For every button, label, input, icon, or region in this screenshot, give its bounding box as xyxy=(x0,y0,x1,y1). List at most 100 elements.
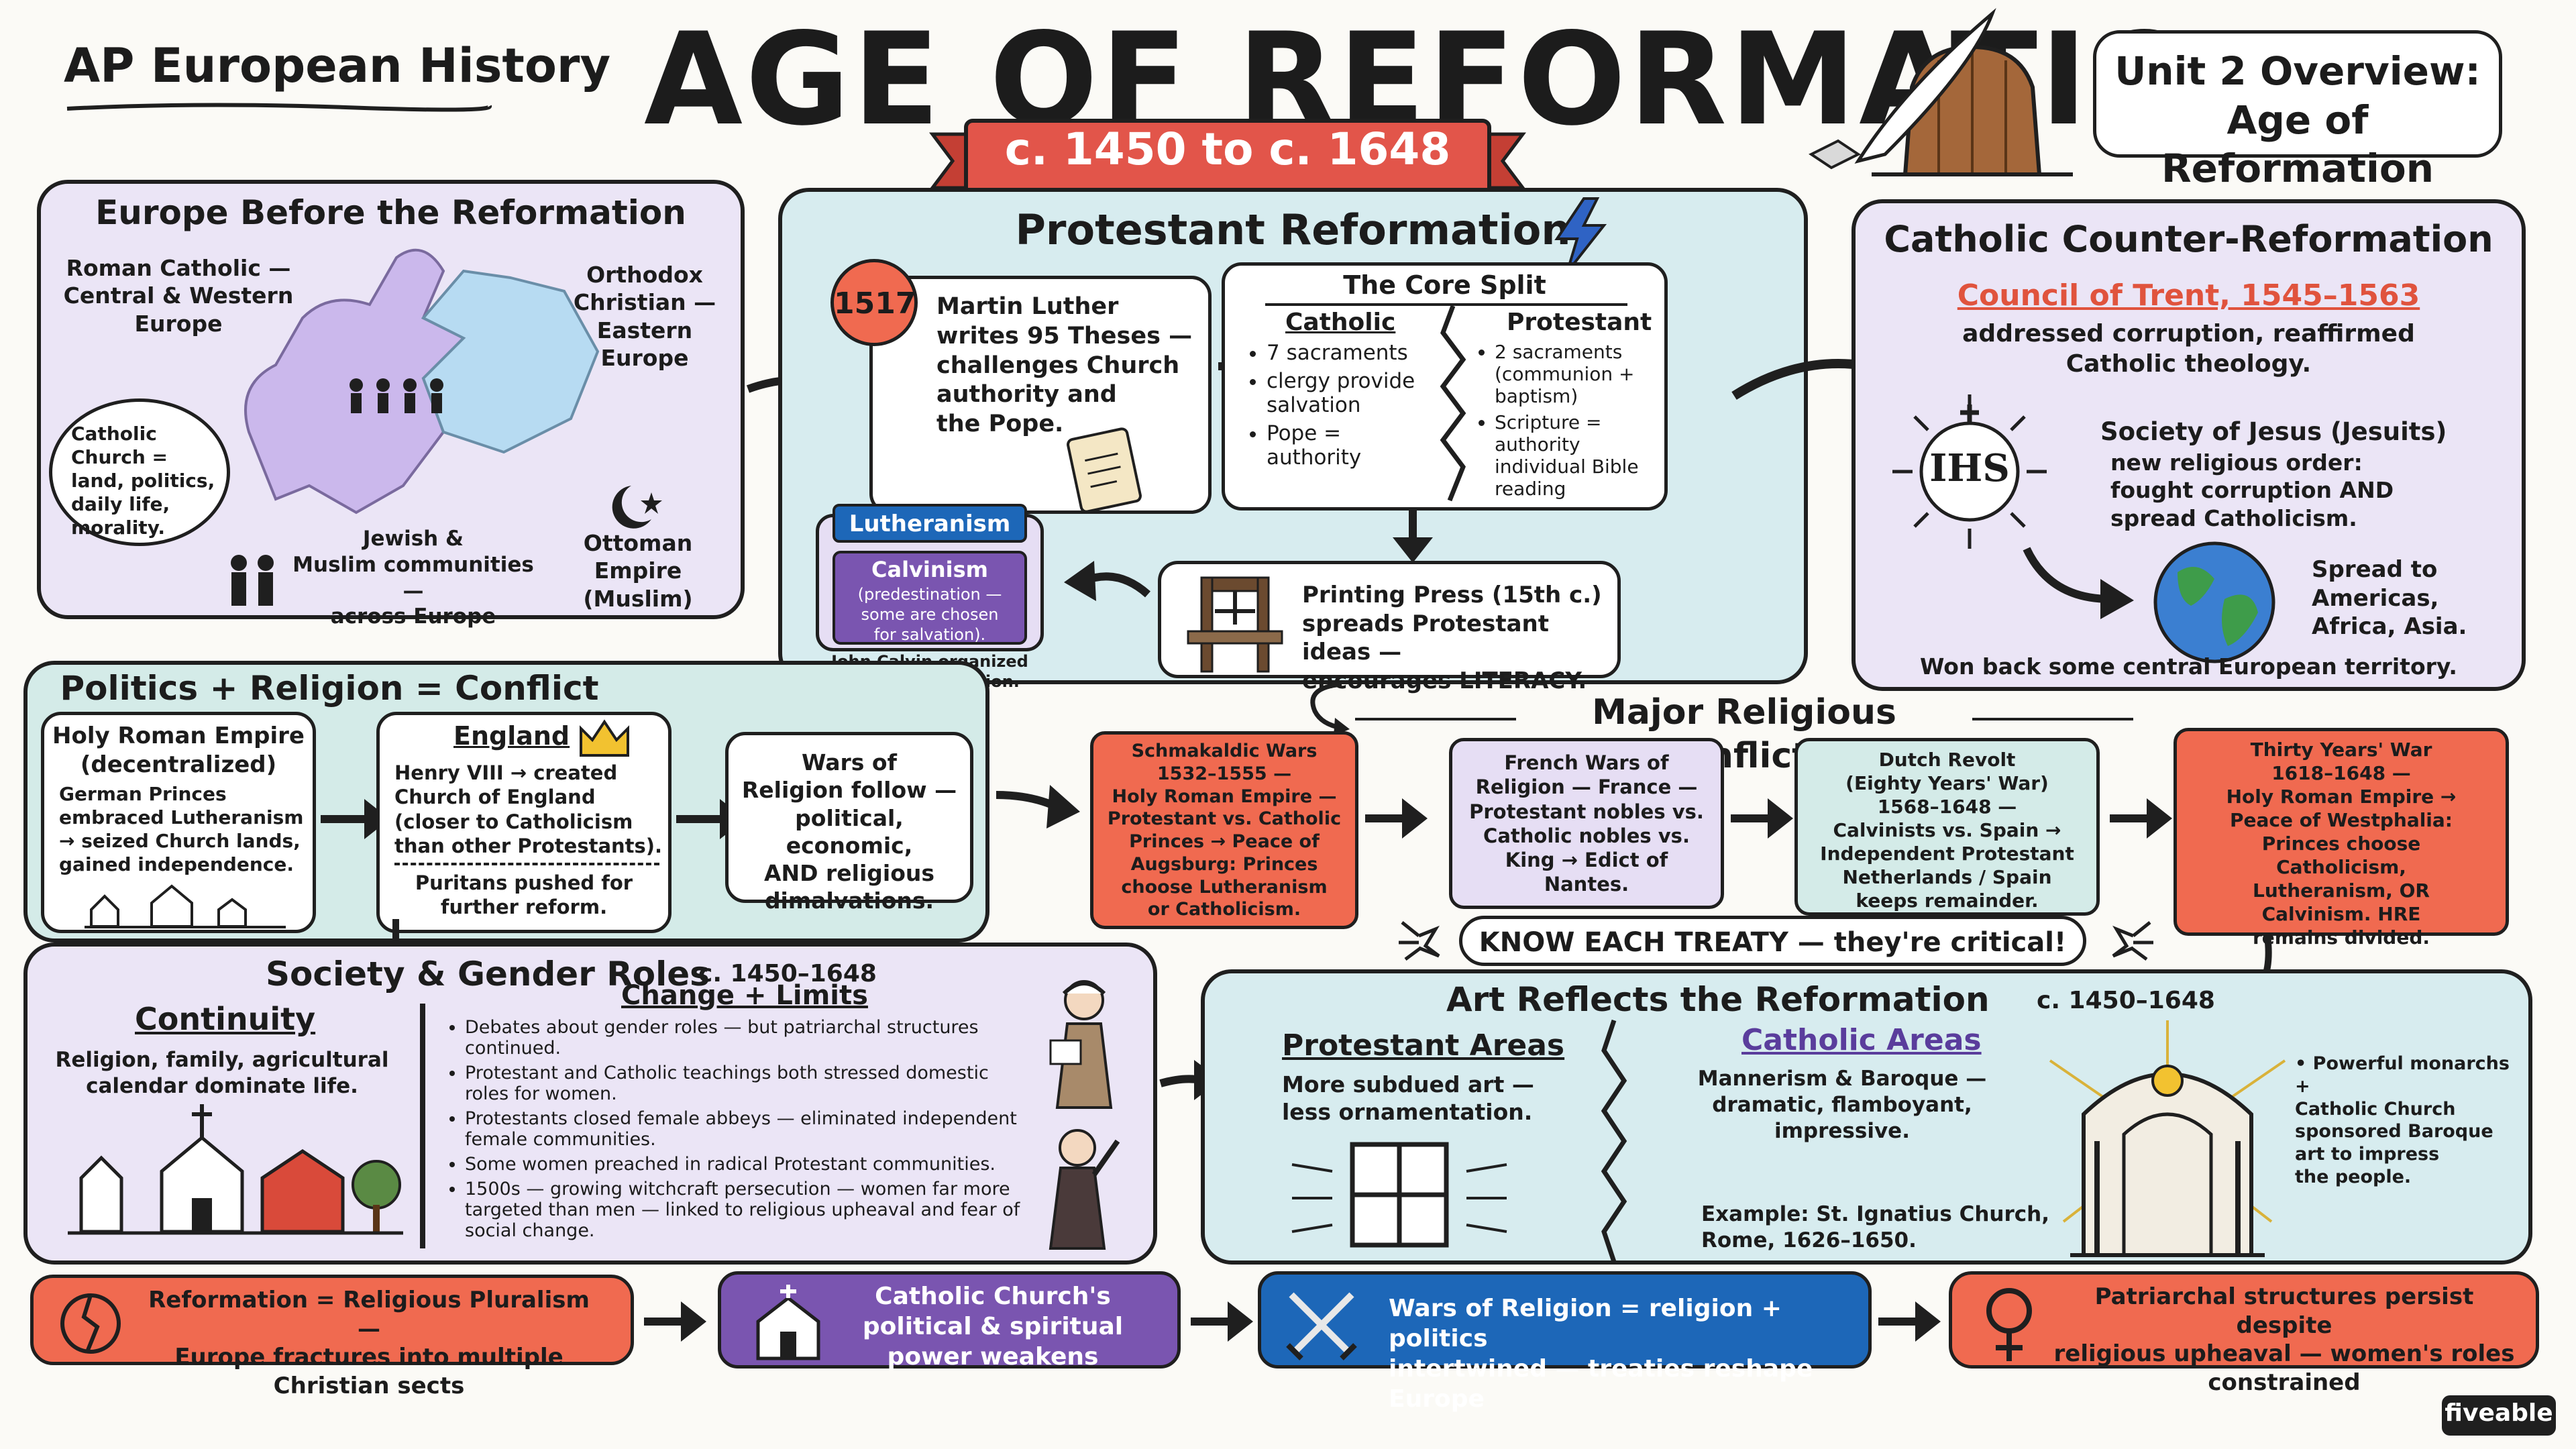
england-title: England xyxy=(453,721,570,751)
printing-press-card: Printing Press (15th c.) spreads Protest… xyxy=(1158,561,1621,694)
date-range: c. 1450 to c. 1648 xyxy=(1004,123,1451,175)
alert-burst-left-icon xyxy=(1399,921,1440,961)
europe-before-title: Europe Before the Reformation xyxy=(95,193,686,232)
course-underline xyxy=(66,103,492,112)
catholic-point: Pope = authority xyxy=(1267,421,1440,470)
protestant-point: 2 sacraments (communion + baptism) xyxy=(1495,341,1654,407)
baroque-altar-icon xyxy=(2049,1020,2286,1257)
catholic-points: 7 sacraments clergy provide salvation Po… xyxy=(1245,341,1440,474)
protestant-points: 2 sacraments (communion + baptism) Scrip… xyxy=(1473,341,1654,504)
curly-arrow-to-conflicts xyxy=(1310,682,1350,736)
change-point: 1500s — growing witchcraft persecution —… xyxy=(465,1179,1034,1241)
council-of-trent: Council of Trent, 1545–1563 xyxy=(1957,278,2420,313)
farm-village-icon xyxy=(68,1104,403,1235)
unit-overview-box: Unit 2 Overview: Age of Reformation xyxy=(2093,30,2502,191)
people-icon xyxy=(231,555,274,606)
arrow-dutch-to-thirty xyxy=(2110,798,2172,839)
year-1517-text: 1517 xyxy=(834,286,916,321)
england-desc: Henry VIII → created Church of England (… xyxy=(394,761,663,857)
lutheranism-tag: Lutheranism xyxy=(833,504,1027,543)
change-title: Change + Limits xyxy=(621,980,868,1011)
women-figures-icon xyxy=(1049,980,1120,1250)
jesuits-title: Society of Jesus (Jesuits) xyxy=(2100,417,2447,446)
change-point: Some women preached in radical Protestan… xyxy=(465,1154,1034,1175)
arrow-summary-2 xyxy=(1191,1301,1253,1342)
change-point: Protestants closed female abbeys — elimi… xyxy=(465,1108,1034,1150)
europe-map xyxy=(244,248,600,515)
orthodox-label: Orthodox Christian — Eastern Europe xyxy=(573,262,716,371)
ihs-sunburst-icon xyxy=(1892,394,2047,549)
arrow-summary-3 xyxy=(1878,1301,1941,1342)
counter-reformation-title: Catholic Counter-Reformation xyxy=(1884,218,2493,260)
hre-title: Holy Roman Empire (decentralized) xyxy=(52,722,305,778)
lightning-icon xyxy=(1554,197,1607,274)
crossed-swords-icon xyxy=(1286,1292,1357,1360)
society-title: Society & Gender Roles xyxy=(266,955,710,994)
hre-card: Holy Roman Empire (decentralized) German… xyxy=(41,712,316,933)
catholic-areas-title: Catholic Areas xyxy=(1741,1023,1982,1057)
conflicts-title-line-right xyxy=(1972,718,2133,720)
continuity-title: Continuity xyxy=(135,1001,316,1037)
jesuits-desc: new religious order: fought corruption A… xyxy=(2110,449,2394,531)
protestant-reformation-panel: Protestant Reformation Martin Luther wri… xyxy=(778,188,1808,694)
treaty-banner: KNOW EACH TREATY — they're critical! xyxy=(1459,916,2086,966)
art-title: Art Reflects the Reformation xyxy=(1446,980,1990,1019)
unit-overview-label: Unit 2 Overview: Age of Reformation xyxy=(2114,48,2481,191)
arrow-politics-to-conflicts xyxy=(996,785,1080,828)
summary-church-power: Catholic Church's political & spiritual … xyxy=(718,1271,1181,1371)
change-points: Debates about gender roles — but patriar… xyxy=(443,1017,1034,1245)
protestant-header: Protestant xyxy=(1507,309,1652,336)
globe-icon xyxy=(2153,541,2275,663)
art-date: c. 1450–1648 xyxy=(2037,987,2215,1014)
catholic-point: 7 sacraments xyxy=(1267,341,1440,365)
summary-wars-text: Wars of Religion = religion + politics i… xyxy=(1389,1295,1813,1413)
calvinism-desc: (predestination — some are chosen for sa… xyxy=(857,585,1002,644)
art-example: Example: St. Ignatius Church, Rome, 1626… xyxy=(1701,1202,2050,1252)
core-split-title: The Core Split xyxy=(1343,270,1546,300)
catholic-church-text: Catholic Church = land, politics, daily … xyxy=(71,423,215,539)
fiveable-logo: fiveable xyxy=(2442,1395,2556,1436)
ihs-text: IHS xyxy=(1929,446,2010,490)
won-back-text: Won back some central European territory… xyxy=(1920,653,2457,680)
protestant-reformation-title: Protestant Reformation xyxy=(1015,205,1571,254)
french-wars-text: French Wars of Religion — France — Prote… xyxy=(1469,751,1704,896)
society-date: c. 1450–1648 xyxy=(698,960,877,987)
protestant-areas-desc: More subdued art — less ornamentation. xyxy=(1282,1071,1534,1126)
luther-card: Martin Luther writes 95 Theses — challen… xyxy=(869,276,1212,514)
calvinism-box: Calvinism (predestination — some are cho… xyxy=(833,551,1027,645)
crescent-star-icon xyxy=(612,486,662,529)
protestant-areas-title: Protestant Areas xyxy=(1282,1028,1565,1063)
summary-church-power-text: Catholic Church's political & spiritual … xyxy=(862,1283,1124,1371)
lutheranism-label: Lutheranism xyxy=(849,511,1011,537)
fiveable-logo-text: fiveable xyxy=(2445,1399,2553,1427)
dutch-revolt-card: Dutch Revolt (Eighty Years' War) 1568–16… xyxy=(1794,738,2100,916)
society-panel: Society & Gender Roles c. 1450–1648 Cont… xyxy=(23,943,1157,1265)
quill-door-icon xyxy=(1809,7,2073,176)
female-symbol-icon xyxy=(1986,1288,2032,1361)
art-monarchs: • Powerful monarchs + Catholic Church sp… xyxy=(2295,1053,2510,1187)
luther-text: Martin Luther writes 95 Theses — challen… xyxy=(936,293,1193,437)
england-card: England Henry VIII → created Church of E… xyxy=(376,712,672,933)
printing-press-icon xyxy=(1187,576,1283,673)
summary-patriarchal-text: Patriarchal structures persist despite r… xyxy=(2053,1283,2515,1396)
broken-globe-icon xyxy=(60,1293,121,1354)
year-1517-badge: 1517 xyxy=(830,259,918,346)
change-point: Protestant and Catholic teachings both s… xyxy=(465,1063,1034,1104)
arrow-schmalkaldic-to-french xyxy=(1365,798,1428,839)
schmalkaldic-card: Schmakaldic Wars 1532–1555 — Holy Roman … xyxy=(1090,731,1358,929)
trent-desc: addressed corruption, reaffirmed Catholi… xyxy=(1962,320,2415,378)
treaty-banner-text: KNOW EACH TREATY — they're critical! xyxy=(1479,927,2067,958)
plain-window-icon xyxy=(1291,1142,1507,1248)
counter-reformation-panel: Catholic Counter-Reformation Council of … xyxy=(1851,199,2526,691)
crown-icon xyxy=(580,719,629,757)
puritans-text: Puritans pushed for further reform. xyxy=(415,871,633,919)
split-divider xyxy=(1265,303,1627,306)
catholic-areas-desc: Mannerism & Baroque — dramatic, flamboya… xyxy=(1697,1067,1987,1143)
catholic-point: clergy provide salvation xyxy=(1267,369,1440,417)
summary-pluralism: Reformation = Religious Pluralism — Euro… xyxy=(30,1275,634,1399)
calvinism-title: Calvinism xyxy=(871,557,988,582)
arrow-french-to-dutch xyxy=(1731,798,1793,839)
spread-text: Spread to Americas, Africa, Asia. xyxy=(2312,556,2467,640)
arrow-summary-1 xyxy=(644,1301,706,1342)
art-zigzag-divider xyxy=(1601,1019,1627,1263)
